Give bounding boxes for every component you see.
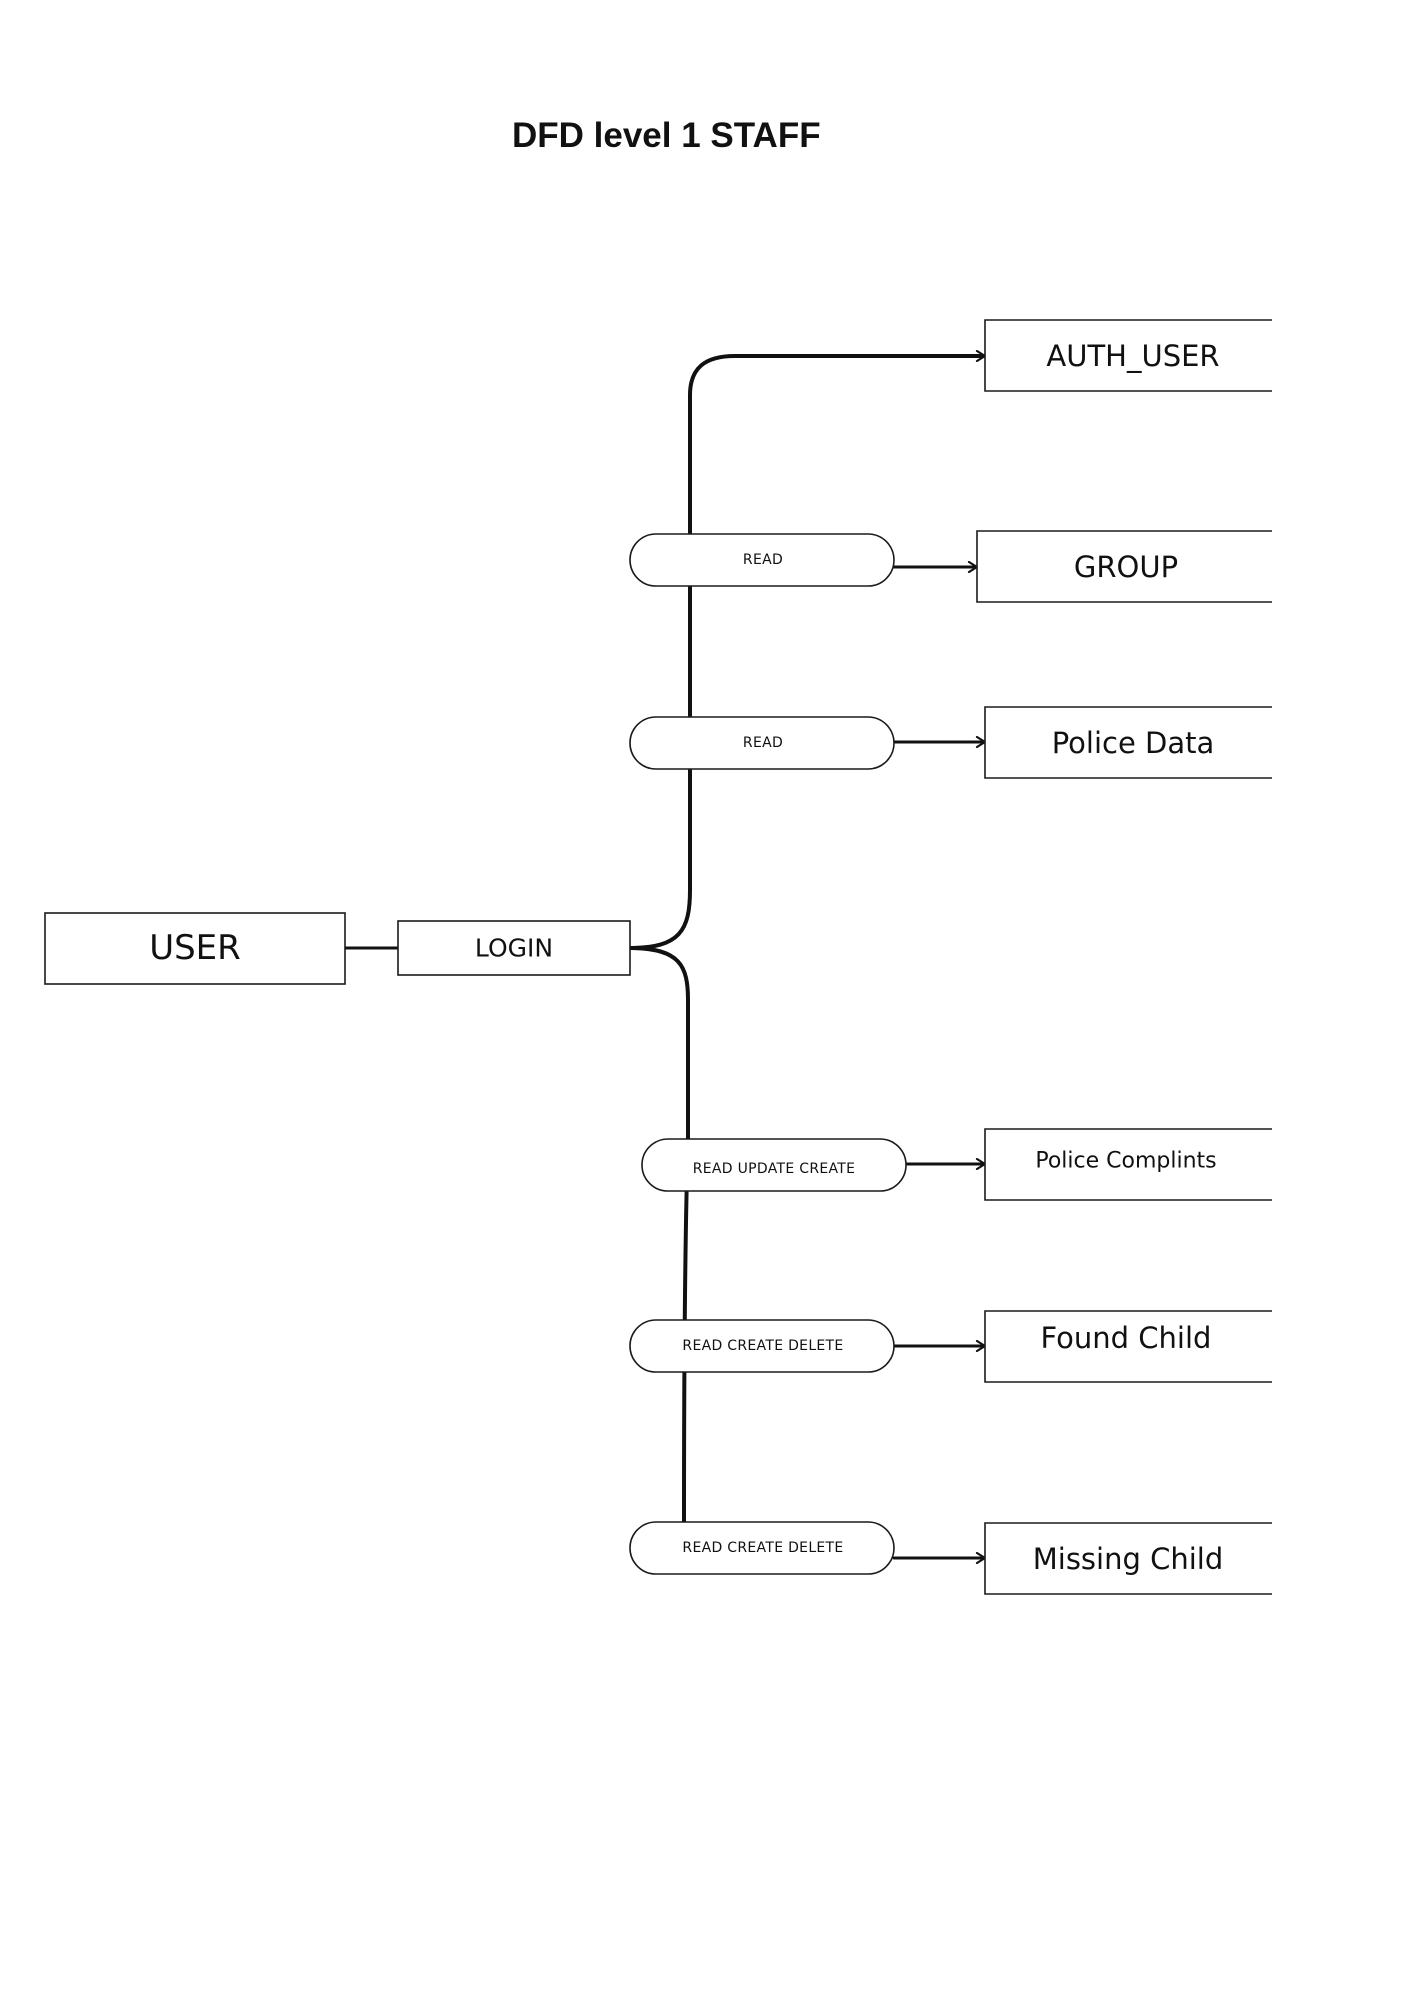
data-store-police-data[interactable]: Police Data (984, 706, 1272, 779)
diagram-title: DFD level 1 STAFF (512, 116, 821, 155)
data-store-missing-child[interactable]: Missing Child (984, 1522, 1272, 1595)
flow-trunk-down (628, 946, 690, 1524)
login-process[interactable]: LOGIN (397, 920, 631, 976)
process-read-police-data-label: READ (743, 735, 783, 751)
login-process-label: LOGIN (475, 934, 553, 963)
data-store-group-label: GROUP (1074, 550, 1178, 584)
data-store-missing-child-label: Missing Child (1033, 1542, 1224, 1576)
process-read-update-create-label: READ UPDATE CREATE (693, 1161, 856, 1177)
external-entity-user[interactable]: USER (44, 912, 346, 985)
process-read-group-label: READ (743, 552, 783, 568)
data-store-police-complaints-label: Police Complints (1035, 1149, 1216, 1174)
external-entity-user-label: USER (149, 928, 241, 968)
data-store-group[interactable]: GROUP (976, 530, 1272, 603)
data-store-police-complaints[interactable]: Police Complints (984, 1128, 1272, 1201)
flow-trunk-up (628, 356, 987, 950)
data-store-found-child-label: Found Child (1041, 1321, 1212, 1355)
process-read-create-delete-found-label: READ CREATE DELETE (682, 1338, 843, 1354)
data-store-auth-user-label: AUTH_USER (1046, 339, 1219, 373)
process-read-create-delete-missing[interactable]: READ CREATE DELETE (629, 1521, 895, 1575)
data-store-found-child[interactable]: Found Child (984, 1310, 1272, 1383)
process-read-police-data[interactable]: READ (629, 716, 895, 770)
process-read-create-delete-found[interactable]: READ CREATE DELETE (629, 1319, 895, 1373)
process-read-update-create[interactable]: READ UPDATE CREATE (641, 1138, 907, 1192)
data-store-police-data-label: Police Data (1052, 726, 1215, 760)
data-store-auth-user[interactable]: AUTH_USER (984, 319, 1272, 392)
process-read-group[interactable]: READ (629, 533, 895, 587)
process-read-create-delete-missing-label: READ CREATE DELETE (682, 1540, 843, 1556)
